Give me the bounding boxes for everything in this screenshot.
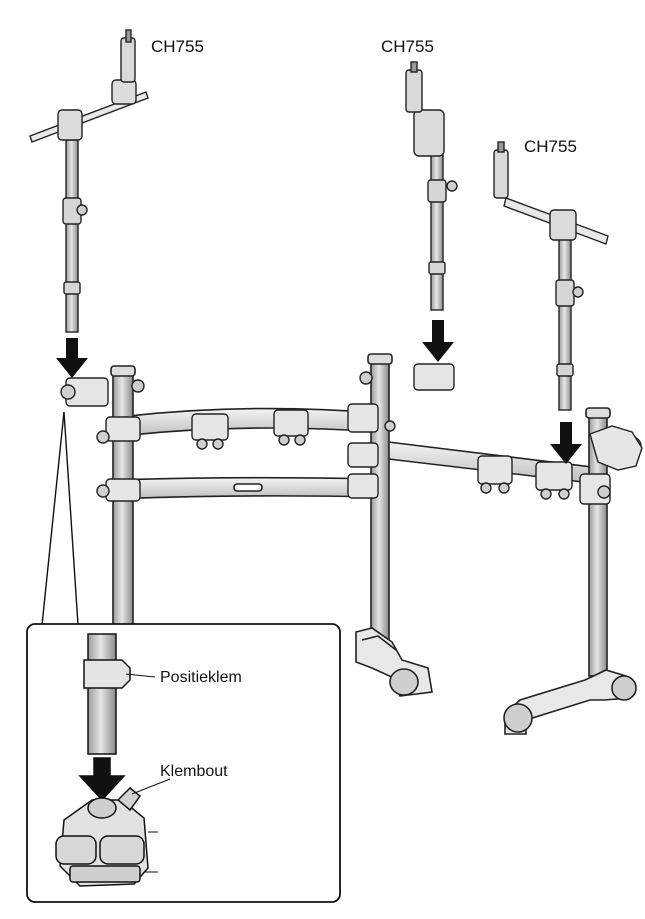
arrow-left: [56, 338, 88, 378]
detail-contents: [55, 633, 171, 887]
clamp-bar-3: [477, 455, 513, 485]
clamp-bar-1: [191, 413, 229, 441]
rack-pole-middle: [370, 359, 390, 646]
clamp-middle-3: [347, 473, 379, 499]
clamp-middle-top: [413, 363, 455, 391]
cymbal-holder-right: [493, 141, 609, 411]
detail-pole: [87, 633, 117, 755]
label-position-clamp: Positieklem: [160, 669, 242, 686]
clamp-left-bottom: [105, 478, 141, 502]
arrow-right: [550, 422, 582, 464]
cymbal-holder-left: [29, 29, 149, 333]
detail-arrow: [78, 757, 126, 802]
clamp-middle-2: [347, 442, 379, 468]
label-clamp-bolt: Klembout: [160, 763, 228, 780]
clamp-left-top: [105, 416, 141, 442]
cymbal-holder-middle: [405, 61, 458, 311]
rack-bar-upper-left: [111, 407, 381, 438]
clamp-bar-2: [273, 409, 309, 437]
label-ch755-right: CH755: [524, 137, 577, 156]
label-ch755-middle: CH755: [381, 37, 434, 56]
clamp-middle-1: [347, 403, 379, 433]
arrow-middle: [422, 320, 454, 362]
clamp-right-top: [589, 425, 643, 471]
detail-position-clamp: [83, 659, 131, 689]
arrows: [56, 320, 582, 464]
label-ch755-left: CH755: [151, 37, 204, 56]
rack-foot-right: [504, 669, 631, 735]
clamp-bar-4: [535, 461, 573, 491]
